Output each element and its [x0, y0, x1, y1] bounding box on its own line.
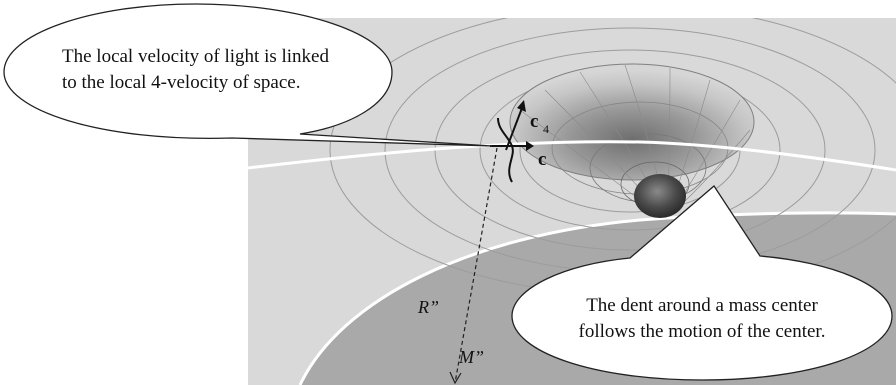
callout-text-line: to the local 4-velocity of space. [62, 72, 300, 93]
c4-subscript: 4 [543, 122, 549, 136]
callout-text-line: The local velocity of light is linked [62, 46, 329, 67]
mass-label: M” [458, 347, 484, 367]
callout-text-line: The dent around a mass center [586, 295, 818, 316]
c4-label: c [530, 111, 538, 132]
c-label: c [538, 149, 546, 170]
callout-text-line: follows the motion of the center. [579, 321, 826, 342]
radius-label: R” [417, 297, 439, 317]
central-mass [634, 174, 686, 218]
